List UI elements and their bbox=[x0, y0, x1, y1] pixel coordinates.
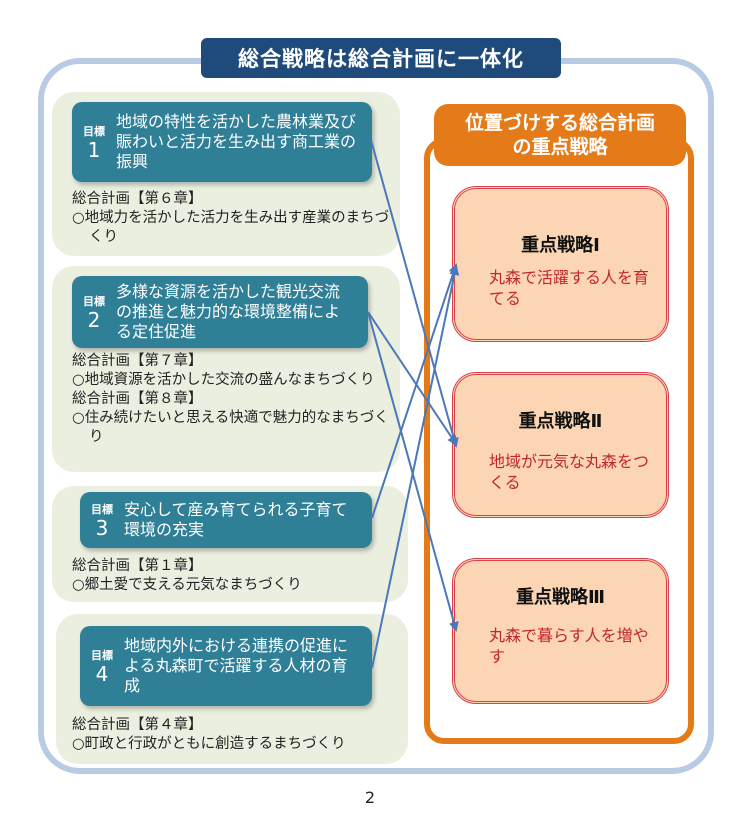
plan-item: ○地域力を活かした活力を生み出す産業のまちづくり bbox=[72, 210, 390, 245]
plan-item: ○郷土愛で支える元気なまちづくり bbox=[72, 577, 302, 593]
goal-number: 2 bbox=[87, 308, 101, 332]
goal-box-4: 目標 4 地域内外における連携の促進による丸森町で活躍する人材の育成 bbox=[80, 626, 372, 706]
plan-heading: 総合計画【第７章】 bbox=[72, 353, 203, 369]
goal-text: 多様な資源を活かした観光交流の推進と魅力的な環境整備による定住促進 bbox=[116, 282, 341, 341]
strategy-panel-title-line1: 位置づけする総合計画 bbox=[464, 112, 655, 134]
goal-label: 目標 bbox=[83, 125, 105, 138]
goal-box-1: 目標 1 地域の特性を活かした農林業及び賑わいと活力を生み出す商工業の振興 bbox=[72, 102, 372, 182]
strategy-card-2: 重点戦略Ⅱ 地域が元気な丸森をつくる bbox=[452, 372, 669, 518]
plan-block-4: 総合計画【第４章】 ○町政と行政がともに創造するまちづくり bbox=[72, 716, 402, 754]
plan-item: ○住み続けたいと思える快適で魅力的なまちづくり bbox=[72, 410, 389, 445]
goal-label: 目標 bbox=[91, 503, 113, 516]
goal-label: 目標 bbox=[91, 649, 113, 662]
plan-heading: 総合計画【第８章】 bbox=[72, 391, 203, 407]
strategy-panel-title-line2: の重点戦略 bbox=[512, 136, 608, 158]
strategy-desc: 丸森で活躍する人を育てる bbox=[489, 268, 650, 308]
goal-label: 目標 bbox=[83, 295, 105, 308]
strategy-card-1: 重点戦略Ⅰ 丸森で活躍する人を育てる bbox=[452, 186, 669, 342]
plan-heading: 総合計画【第６章】 bbox=[72, 191, 203, 207]
goal-badge: 目標 2 bbox=[72, 293, 116, 331]
strategy-name: 重点戦略Ⅱ bbox=[518, 411, 603, 432]
strategy-panel-title: 位置づけする総合計画 の重点戦略 bbox=[434, 104, 686, 166]
strategy-desc: 丸森で暮らす人を増やす bbox=[489, 626, 649, 666]
strategy-card-3: 重点戦略Ⅲ 丸森で暮らす人を増やす bbox=[452, 558, 669, 704]
plan-block-2: 総合計画【第７章】 ○地域資源を活かした交流の盛んなまちづくり 総合計画【第８章… bbox=[72, 352, 392, 447]
strategy-name: 重点戦略Ⅲ bbox=[515, 587, 605, 608]
goal-number: 4 bbox=[95, 662, 109, 686]
goal-badge: 目標 4 bbox=[80, 647, 124, 685]
goal-badge: 目標 3 bbox=[80, 501, 124, 539]
page-number: 2 bbox=[364, 788, 376, 807]
goal-box-3: 目標 3 安心して産み育てられる子育て環境の充実 bbox=[80, 492, 372, 548]
goal-text: 地域の特性を活かした農林業及び賑わいと活力を生み出す商工業の振興 bbox=[116, 112, 357, 171]
strategy-desc: 地域が元気な丸森をつくる bbox=[489, 452, 650, 492]
goal-badge: 目標 1 bbox=[72, 123, 116, 161]
plan-block-1: 総合計画【第６章】 ○地域力を活かした活力を生み出す産業のまちづくり bbox=[72, 190, 392, 247]
goal-number: 3 bbox=[95, 516, 109, 540]
plan-heading: 総合計画【第４章】 bbox=[72, 717, 203, 733]
plan-block-3: 総合計画【第１章】 ○郷土愛で支える元気なまちづくり bbox=[72, 557, 392, 595]
plan-item: ○町政と行政がともに創造するまちづくり bbox=[72, 736, 346, 752]
strategy-name: 重点戦略Ⅰ bbox=[521, 235, 600, 256]
goal-number: 1 bbox=[87, 138, 101, 162]
page-title: 総合戦略は総合計画に一体化 bbox=[201, 38, 561, 78]
plan-heading: 総合計画【第１章】 bbox=[72, 558, 203, 574]
goal-box-2: 目標 2 多様な資源を活かした観光交流の推進と魅力的な環境整備による定住促進 bbox=[72, 276, 368, 348]
goal-text: 地域内外における連携の促進による丸森町で活躍する人材の育成 bbox=[124, 636, 349, 695]
goal-text: 安心して産み育てられる子育て環境の充実 bbox=[124, 500, 348, 539]
plan-item: ○地域資源を活かした交流の盛んなまちづくり bbox=[72, 372, 375, 388]
